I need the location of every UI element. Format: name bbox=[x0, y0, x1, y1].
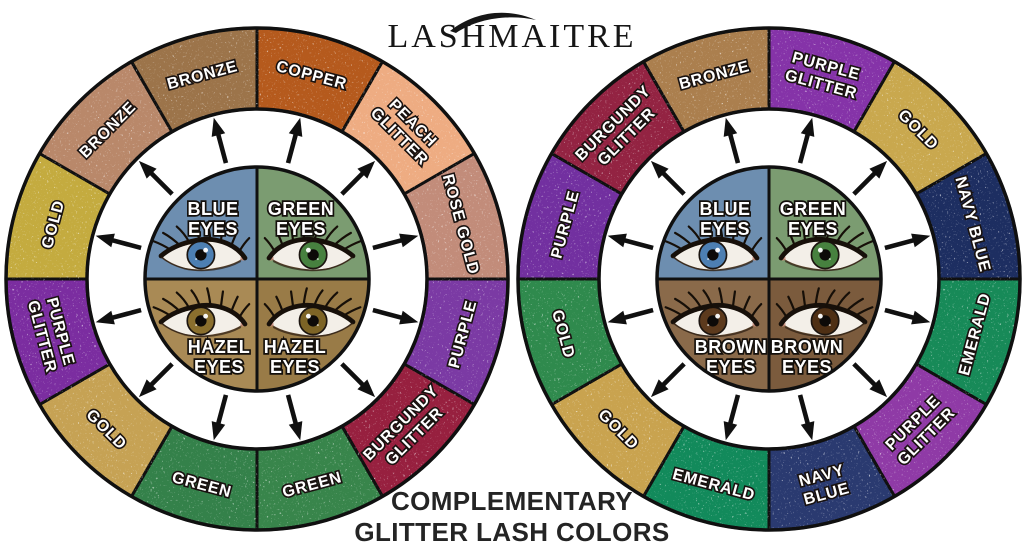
arrow-shaft bbox=[372, 307, 403, 321]
arrow-shaft bbox=[797, 133, 811, 164]
ring-outer-border bbox=[516, 26, 1022, 532]
ring-outer-border bbox=[4, 26, 510, 532]
arrow-head bbox=[869, 160, 888, 179]
arrow-shaft bbox=[372, 237, 403, 251]
arrow-shaft bbox=[797, 394, 811, 425]
arrow-head bbox=[869, 379, 888, 398]
arrow-shaft bbox=[340, 171, 365, 196]
eye-illustration-green-eyes bbox=[775, 221, 874, 272]
caption-line-1: COMPLEMENTARY bbox=[390, 486, 634, 516]
eye-illustration-blue-eyes bbox=[664, 221, 763, 272]
arrow-head bbox=[288, 117, 303, 137]
arrow-shaft bbox=[149, 171, 174, 196]
ring-inner-border bbox=[597, 107, 941, 451]
caption-line-2: GLITTER LASH COLORS bbox=[354, 517, 670, 547]
eye-illustration-brown-eyes bbox=[775, 287, 874, 338]
arrow-shaft bbox=[340, 362, 365, 387]
arrow-shaft bbox=[215, 133, 229, 164]
inner-circle-border bbox=[143, 165, 371, 393]
arrow-head bbox=[211, 117, 226, 137]
eye-illustration-blue-eyes bbox=[152, 221, 251, 272]
eye-illustration-brown-eyes bbox=[664, 287, 763, 338]
arrow-shaft bbox=[884, 307, 915, 321]
arrow-shaft bbox=[727, 133, 741, 164]
arrow-head bbox=[911, 233, 931, 248]
arrow-shaft bbox=[727, 394, 741, 425]
arrow-head bbox=[800, 117, 815, 137]
arrow-head bbox=[288, 421, 303, 441]
arrow-shaft bbox=[285, 133, 299, 164]
radial-arrows bbox=[607, 117, 931, 441]
arrow-head bbox=[95, 233, 115, 248]
arrow-shaft bbox=[852, 362, 877, 387]
arrow-shaft bbox=[661, 362, 686, 387]
arrow-head bbox=[723, 117, 738, 137]
arrow-head bbox=[357, 379, 376, 398]
glitter-ring bbox=[516, 26, 1022, 532]
eye-illustration-hazel-eyes bbox=[152, 287, 251, 338]
arrow-shaft bbox=[623, 237, 654, 251]
arrow-shaft bbox=[623, 307, 654, 321]
arrow-head bbox=[650, 379, 669, 398]
arrow-shaft bbox=[149, 362, 174, 387]
arrow-head bbox=[723, 421, 738, 441]
ring-inner-border bbox=[85, 107, 429, 451]
arrow-head bbox=[607, 233, 627, 248]
brand-logo: LASHMAITRE bbox=[387, 18, 637, 55]
arrow-shaft bbox=[285, 394, 299, 425]
arrow-shaft bbox=[215, 394, 229, 425]
lash-swoosh-icon bbox=[450, 12, 536, 33]
arrow-head bbox=[357, 160, 376, 179]
arrow-head bbox=[650, 160, 669, 179]
eye-illustration-green-eyes bbox=[263, 221, 362, 272]
arrow-head bbox=[399, 233, 419, 248]
arrow-head bbox=[911, 310, 931, 325]
radial-arrows bbox=[95, 117, 419, 441]
arrow-head bbox=[95, 310, 115, 325]
arrow-head bbox=[138, 379, 157, 398]
arrow-shaft bbox=[884, 237, 915, 251]
arrow-head bbox=[211, 421, 226, 441]
arrow-shaft bbox=[111, 307, 142, 321]
glitter-ring bbox=[4, 26, 510, 532]
arrow-shaft bbox=[852, 171, 877, 196]
eye-illustration-hazel-eyes bbox=[263, 287, 362, 338]
inner-circle-border bbox=[655, 165, 883, 393]
arrow-head bbox=[138, 160, 157, 179]
caption: COMPLEMENTARY GLITTER LASH COLORS bbox=[0, 486, 1024, 548]
arrow-shaft bbox=[111, 237, 142, 251]
arrow-shaft bbox=[661, 171, 686, 196]
arrow-head bbox=[399, 310, 419, 325]
arrow-head bbox=[800, 421, 815, 441]
arrow-head bbox=[607, 310, 627, 325]
